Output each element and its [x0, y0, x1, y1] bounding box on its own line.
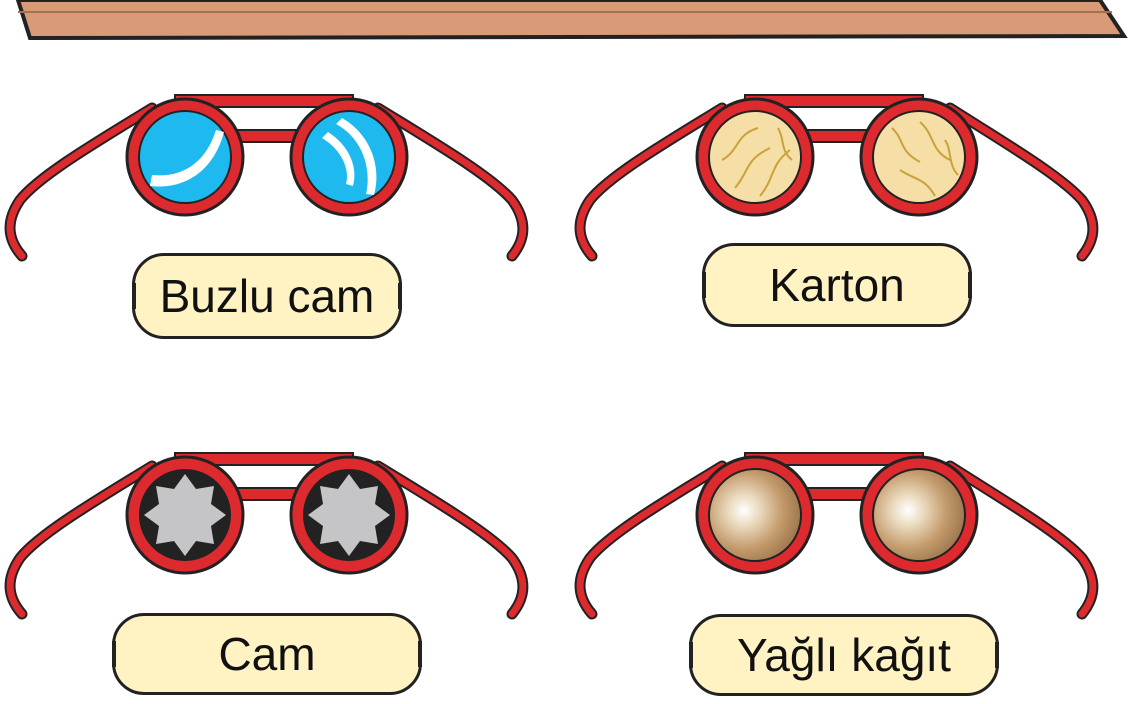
label-notch-right	[418, 641, 422, 667]
label-cardboard: Karton	[702, 243, 972, 327]
label-text: Buzlu cam	[159, 270, 375, 322]
label-notch-left	[132, 283, 136, 309]
label-notch-left	[112, 641, 116, 667]
label-notch-left	[702, 272, 706, 298]
wooden-shelf	[15, 0, 1128, 41]
label-notch-right	[398, 283, 402, 309]
label-notch-right	[968, 272, 972, 298]
label-oily-paper: Yağlı kağıt	[689, 614, 999, 696]
label-notch-left	[689, 642, 693, 668]
label-text: Yağlı kağıt	[737, 629, 951, 681]
glasses-oily-paper	[574, 452, 1099, 620]
glasses-frosted-glass	[4, 94, 529, 262]
label-clear-glass: Cam	[112, 613, 422, 695]
glasses-clear-glass	[4, 452, 529, 620]
label-notch-right	[995, 642, 999, 668]
label-text: Cam	[218, 628, 316, 680]
glasses-cardboard	[574, 94, 1099, 262]
label-frosted-glass: Buzlu cam	[132, 253, 402, 339]
label-text: Karton	[769, 259, 905, 311]
